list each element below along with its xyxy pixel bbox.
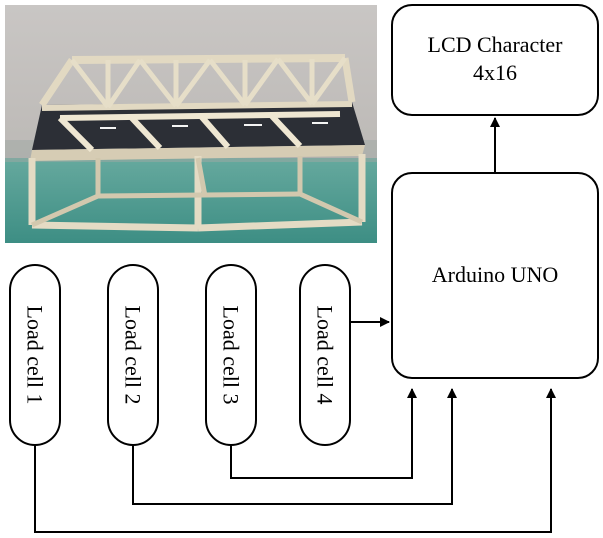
load-cell-4: Load cell 4 bbox=[299, 264, 351, 446]
arrow-load-cell-1-to-arduino bbox=[34, 388, 556, 533]
bridge-photo bbox=[5, 5, 377, 243]
load-cell-3-label: Load cell 3 bbox=[219, 306, 244, 405]
load-cell-1: Load cell 1 bbox=[9, 264, 61, 446]
load-cell-2: Load cell 2 bbox=[107, 264, 159, 446]
arduino-node: Arduino UNO bbox=[391, 172, 599, 379]
lcd-node: LCD Character 4x16 bbox=[391, 4, 599, 116]
load-cell-1-label: Load cell 1 bbox=[23, 306, 48, 405]
lcd-label-line1: LCD Character bbox=[428, 32, 564, 57]
load-cell-2-label: Load cell 2 bbox=[121, 306, 146, 405]
arrow-load-cell-2-to-arduino bbox=[132, 388, 457, 505]
load-cell-3: Load cell 3 bbox=[205, 264, 257, 446]
lcd-box bbox=[391, 4, 599, 116]
lcd-label-line2: 4x16 bbox=[473, 60, 517, 85]
arduino-label: Arduino UNO bbox=[432, 262, 559, 287]
load-cell-4-box bbox=[299, 264, 351, 446]
arrow-load-cell-3-to-arduino bbox=[230, 388, 417, 479]
load-cell-4-label: Load cell 4 bbox=[313, 306, 338, 405]
